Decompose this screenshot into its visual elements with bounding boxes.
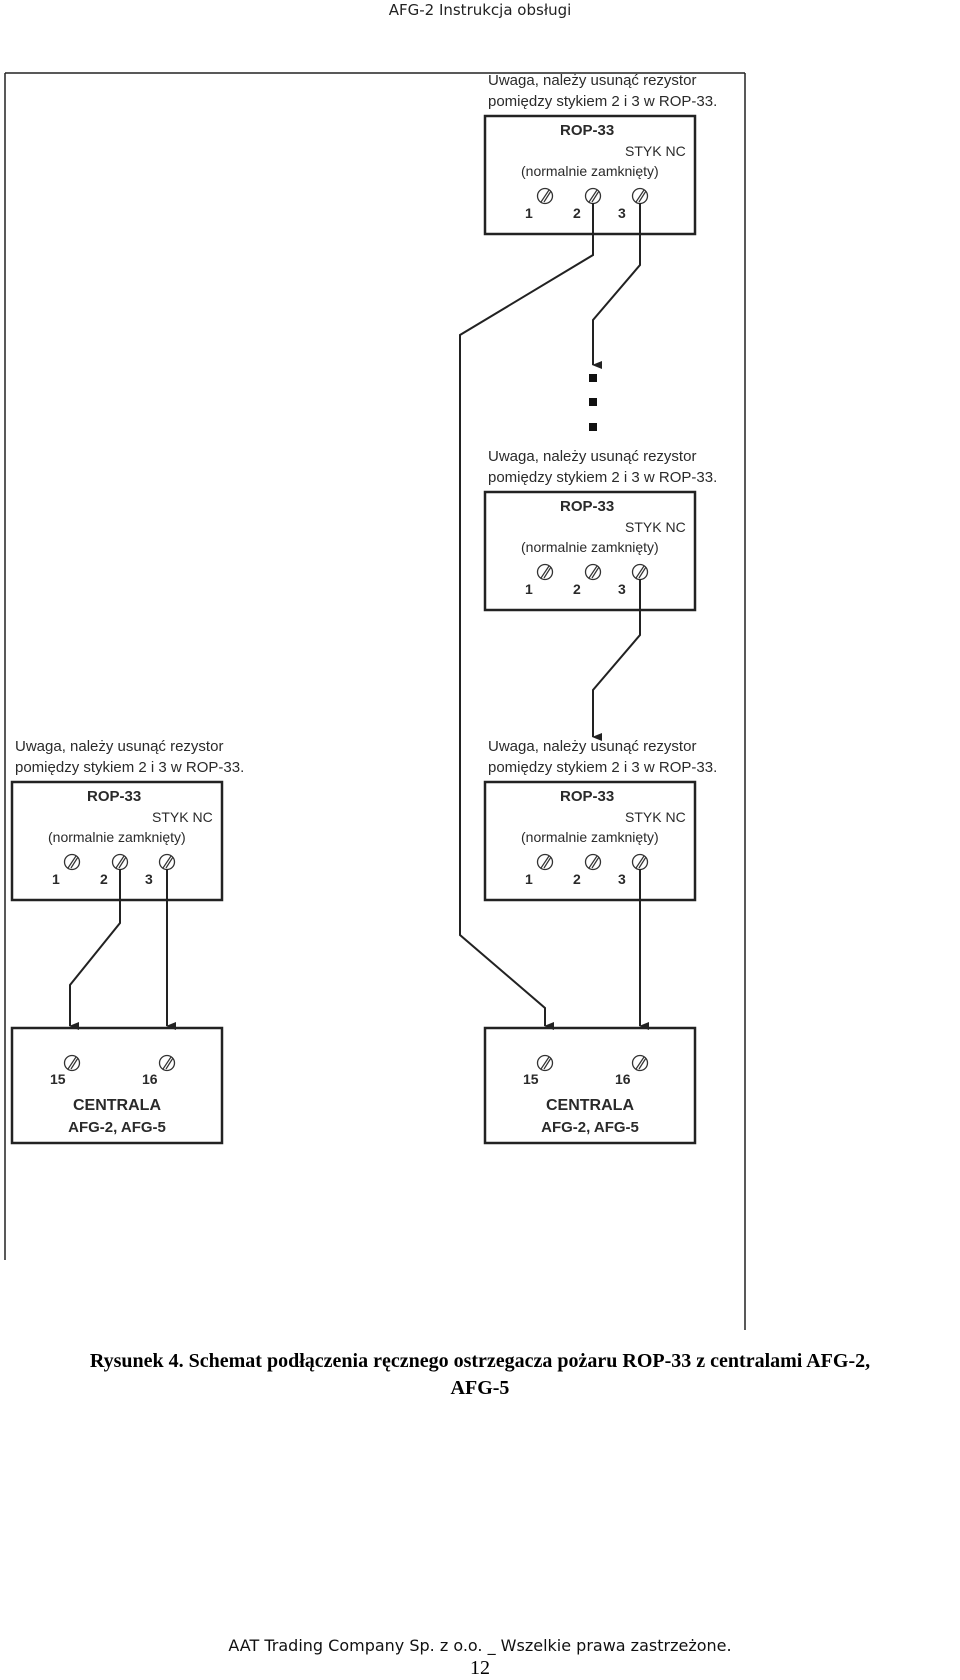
terminal-label-2: 2 (573, 871, 581, 887)
rop-title: ROP-33 (87, 788, 141, 805)
rop-box (483, 490, 697, 612)
contact-desc: (normalnie zamknięty) (48, 829, 186, 845)
control-panel-left: 15 16 CENTRALA AFG-2, AFG-5 (10, 1026, 224, 1145)
contact-type: STYK NC (625, 143, 686, 159)
screw-terminal-icon (63, 1054, 81, 1072)
terminal-label-1: 1 (525, 581, 533, 597)
figure-caption: Rysunek 4. Schemat podłączenia ręcznego … (10, 1348, 950, 1402)
contact-desc: (normalnie zamknięty) (521, 163, 659, 179)
note-line-2: pomiędzy stykiem 2 i 3 w ROP-33. (488, 469, 717, 486)
screw-terminal-icon (111, 853, 129, 871)
note-line-2: pomiędzy stykiem 2 i 3 w ROP-33. (15, 759, 244, 776)
terminal-label-15: 15 (523, 1071, 539, 1087)
panel-title: CENTRALA (73, 1097, 161, 1114)
terminal-label-16: 16 (142, 1071, 158, 1087)
terminal-label-1: 1 (525, 205, 533, 221)
terminal-label-2: 2 (573, 581, 581, 597)
note-line-1: Uwaga, należy usunąć rezystor (488, 448, 696, 465)
wire-middle-terminal-3 (592, 579, 641, 741)
rop-title: ROP-33 (560, 122, 614, 139)
terminal-label-2: 2 (573, 205, 581, 221)
screw-terminal-icon (63, 853, 81, 871)
note-line-1: Uwaga, należy usunąć rezystor (488, 738, 696, 755)
screw-terminal-icon (631, 1054, 649, 1072)
continuation-dot (589, 374, 597, 382)
screw-terminal-icon (631, 853, 649, 871)
rop-device-bottom-left: Uwaga, należy usunąć rezystor pomiędzy s… (10, 738, 244, 902)
contact-type: STYK NC (152, 809, 213, 825)
screw-terminal-icon (584, 853, 602, 871)
note-line-2: pomiędzy stykiem 2 i 3 w ROP-33. (488, 759, 717, 776)
note-line-1: Uwaga, należy usunąć rezystor (15, 738, 223, 755)
page-number: 12 (470, 1657, 490, 1679)
panel-box (10, 1026, 224, 1145)
control-panel-right: 15 16 CENTRALA AFG-2, AFG-5 (483, 1026, 697, 1145)
rop-device-bottom-right: Uwaga, należy usunąć rezystor pomiędzy s… (483, 738, 717, 902)
caption-line-2: AFG-5 (450, 1377, 510, 1399)
terminal-label-1: 1 (52, 871, 60, 887)
continuation-dot (589, 423, 597, 431)
screw-terminal-icon (536, 1054, 554, 1072)
screw-terminal-icon (536, 563, 554, 581)
rop-box (483, 780, 697, 902)
terminal-label-15: 15 (50, 1071, 66, 1087)
rop-title: ROP-33 (560, 788, 614, 805)
screw-terminal-icon (584, 563, 602, 581)
document-header: AFG-2 Instrukcja obsługi (388, 1, 572, 19)
screw-terminal-icon (584, 187, 602, 205)
panel-title: CENTRALA (546, 1097, 634, 1114)
wire-left-terminal-2 (69, 869, 121, 1030)
panel-models: AFG-2, AFG-5 (541, 1119, 639, 1136)
footer-copyright: AAT Trading Company Sp. z o.o. _ Wszelki… (228, 1636, 732, 1655)
caption-line-1: Rysunek 4. Schemat podłączenia ręcznego … (89, 1350, 871, 1372)
continuation-dot (589, 398, 597, 406)
contact-desc: (normalnie zamknięty) (521, 539, 659, 555)
panel-models: AFG-2, AFG-5 (68, 1119, 166, 1136)
terminal-label-16: 16 (615, 1071, 631, 1087)
wiring-diagram: Uwaga, należy usunąć rezystor pomiędzy s… (4, 72, 746, 1330)
terminal-label-3: 3 (618, 871, 626, 887)
rop-device-top: Uwaga, należy usunąć rezystor pomiędzy s… (483, 72, 717, 236)
screw-terminal-icon (536, 187, 554, 205)
screw-terminal-icon (536, 853, 554, 871)
contact-type: STYK NC (625, 519, 686, 535)
rop-title: ROP-33 (560, 498, 614, 515)
terminal-label-3: 3 (618, 205, 626, 221)
rop-box (10, 780, 224, 902)
rop-box (483, 114, 697, 236)
screw-terminal-icon (158, 1054, 176, 1072)
terminal-label-1: 1 (525, 871, 533, 887)
screw-terminal-icon (631, 187, 649, 205)
wire-top-terminal-3 (592, 203, 641, 369)
rop-device-middle: Uwaga, należy usunąć rezystor pomiędzy s… (483, 448, 717, 612)
terminal-label-2: 2 (100, 871, 108, 887)
terminal-label-3: 3 (145, 871, 153, 887)
note-line-1: Uwaga, należy usunąć rezystor (488, 72, 696, 89)
note-line-2: pomiędzy stykiem 2 i 3 w ROP-33. (488, 93, 717, 110)
contact-desc: (normalnie zamknięty) (521, 829, 659, 845)
panel-box (483, 1026, 697, 1145)
screw-terminal-icon (158, 853, 176, 871)
wire-loop-return (459, 203, 594, 1030)
contact-type: STYK NC (625, 809, 686, 825)
terminal-label-3: 3 (618, 581, 626, 597)
screw-terminal-icon (631, 563, 649, 581)
